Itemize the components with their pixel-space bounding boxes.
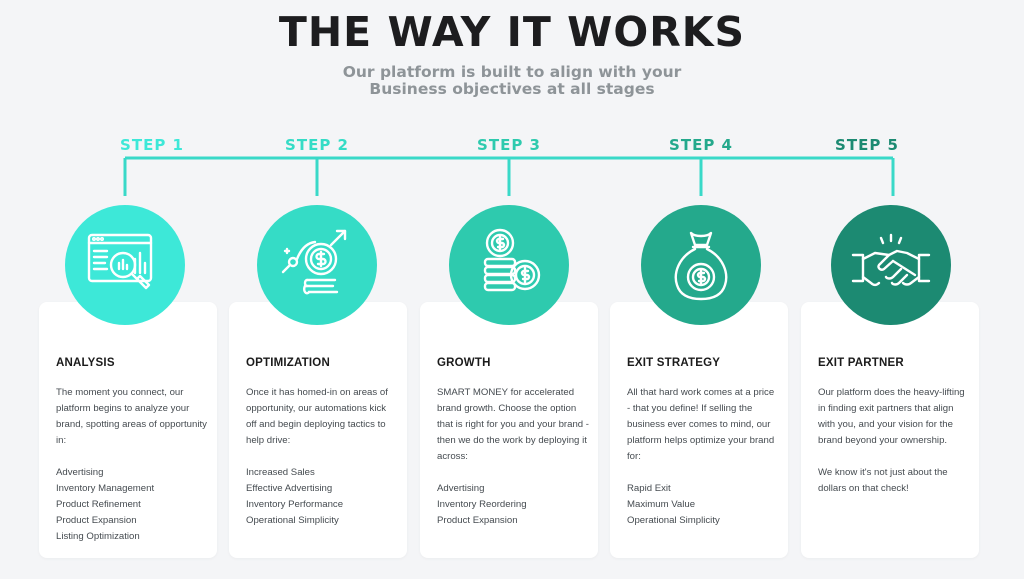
analysis-magnifier-chart-icon	[87, 233, 153, 290]
card-body: Our platform does the heavy-lifting in f…	[818, 385, 970, 497]
step-label-2: STEP 2	[285, 136, 349, 154]
card-body: All that hard work comes at a price - th…	[627, 385, 779, 529]
step-card-analysis: ANALYSIS The moment you connect, our pla…	[39, 302, 217, 558]
card-title: EXIT PARTNER	[818, 357, 904, 369]
step-label-3: STEP 3	[477, 136, 541, 154]
handshake-icon	[851, 233, 931, 287]
card-intro: All that hard work comes at a price - th…	[627, 387, 775, 462]
card-title: ANALYSIS	[56, 357, 115, 369]
card-intro: SMART MONEY for accelerated brand growth…	[437, 387, 589, 462]
subtitle-line-1: Our platform is built to align with your	[342, 63, 682, 81]
card-intro: Once it has homed-in on areas of opportu…	[246, 387, 388, 446]
card-list: Advertising Inventory Reordering Product…	[437, 481, 589, 529]
card-list: Rapid Exit Maximum Value Operational Sim…	[627, 481, 779, 529]
step-card-growth: GROWTH SMART MONEY for accelerated brand…	[420, 302, 598, 558]
list-item: Maximum Value	[627, 499, 696, 510]
step-label-4: STEP 4	[669, 136, 733, 154]
card-list: Increased Sales Effective Advertising In…	[246, 465, 398, 529]
step-circle-2	[257, 205, 377, 325]
card-list: Advertising Inventory Management Product…	[56, 465, 208, 545]
list-item: Rapid Exit	[627, 483, 671, 494]
list-item: Inventory Performance	[246, 499, 344, 510]
list-item: Inventory Reordering	[437, 499, 527, 510]
coin-stacks-icon	[483, 228, 541, 292]
subtitle-line-2: Business objectives at all stages	[369, 80, 655, 98]
list-item: Listing Optimization	[56, 531, 140, 542]
card-body: The moment you connect, our platform beg…	[56, 385, 208, 545]
step-card-exit-partner: EXIT PARTNER Our platform does the heavy…	[801, 302, 979, 558]
list-item: Advertising	[56, 467, 104, 478]
card-body: SMART MONEY for accelerated brand growth…	[437, 385, 589, 529]
step-circle-1	[65, 205, 185, 325]
list-item: Operational Simplicity	[627, 515, 720, 526]
step-card-exit-strategy: EXIT STRATEGY All that hard work comes a…	[610, 302, 788, 558]
card-extra: We know it's not just about the dollars …	[818, 467, 948, 494]
step-circle-5	[831, 205, 951, 325]
step-circle-4	[641, 205, 761, 325]
card-title: EXIT STRATEGY	[627, 357, 721, 369]
page-subtitle: Our platform is built to align with your…	[0, 64, 1024, 98]
step-label-5: STEP 5	[835, 136, 899, 154]
page-title: THE WAY IT WORKS	[278, 8, 746, 56]
list-item: Product Refinement	[56, 499, 141, 510]
card-title: GROWTH	[437, 357, 491, 369]
step-circle-3	[449, 205, 569, 325]
coin-growth-arrow-icon	[281, 229, 347, 295]
card-body: Once it has homed-in on areas of opportu…	[246, 385, 398, 529]
list-item: Effective Advertising	[246, 483, 333, 494]
list-item: Product Expansion	[56, 515, 137, 526]
list-item: Increased Sales	[246, 467, 315, 478]
card-title: OPTIMIZATION	[246, 357, 330, 369]
list-item: Operational Simplicity	[246, 515, 339, 526]
card-intro: The moment you connect, our platform beg…	[56, 387, 207, 446]
money-bag-icon	[674, 231, 728, 301]
list-item: Product Expansion	[437, 515, 518, 526]
step-card-optimization: OPTIMIZATION Once it has homed-in on are…	[229, 302, 407, 558]
step-label-1: STEP 1	[120, 136, 184, 154]
list-item: Inventory Management	[56, 483, 155, 494]
list-item: Advertising	[437, 483, 485, 494]
card-intro: Our platform does the heavy-lifting in f…	[818, 387, 965, 446]
